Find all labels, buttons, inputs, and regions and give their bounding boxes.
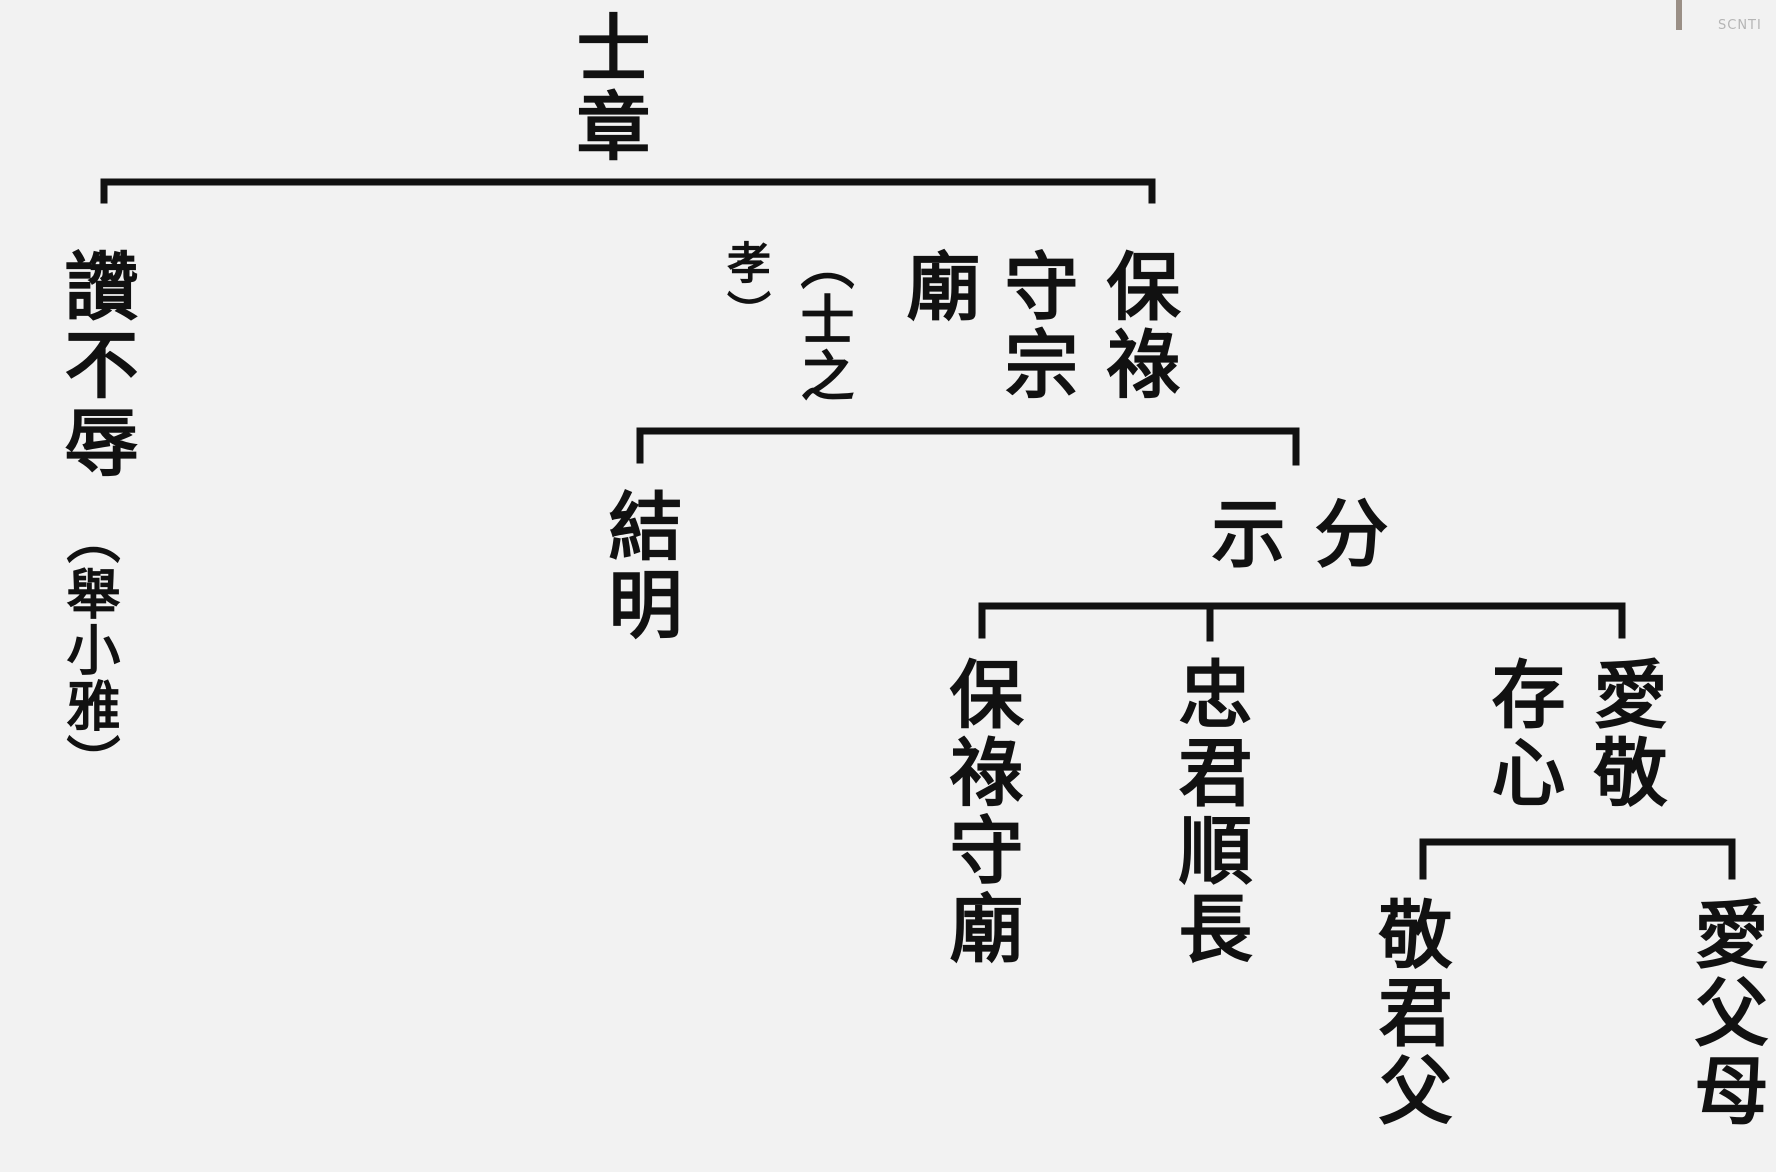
node-right-note-1: （士之 <box>791 236 855 404</box>
node-zan-bu-ru: 讚不辱 <box>52 248 138 482</box>
node-shi: 示 <box>1199 495 1285 573</box>
corner-mark-bar <box>1676 0 1682 30</box>
connector-root <box>100 178 1156 204</box>
node-jie-ming: 結明 <box>596 488 682 644</box>
node-ai-jing: 愛敬 <box>1581 656 1667 812</box>
node-fen: 分 <box>1302 495 1388 573</box>
node-cun-xin: 存心 <box>1479 656 1565 812</box>
node-zhong-jun-shun-zhang: 忠君順長 <box>1166 656 1252 968</box>
connector-right-branch <box>636 427 1300 466</box>
node-miao: 廟 <box>894 248 980 326</box>
node-bao-lu-shou-miao: 保祿守廟 <box>937 656 1023 968</box>
node-ai-fu-mu: 愛父母 <box>1682 896 1768 1130</box>
corner-mark-text: SCNTI <box>1718 18 1762 33</box>
node-zan-bu-ru-note: （舉小雅） <box>57 510 121 790</box>
node-jing-jun-fu: 敬君父 <box>1366 896 1452 1130</box>
connector-split <box>978 602 1626 642</box>
node-shou-zong: 守宗 <box>992 248 1078 404</box>
connector-respect-love <box>1419 838 1736 880</box>
node-right-note-2: 孝） <box>719 240 770 340</box>
root-node: 士章 <box>564 10 650 166</box>
corner-watermark: SCNTI <box>1660 0 1776 40</box>
node-bao-lu: 保祿 <box>1094 248 1180 404</box>
